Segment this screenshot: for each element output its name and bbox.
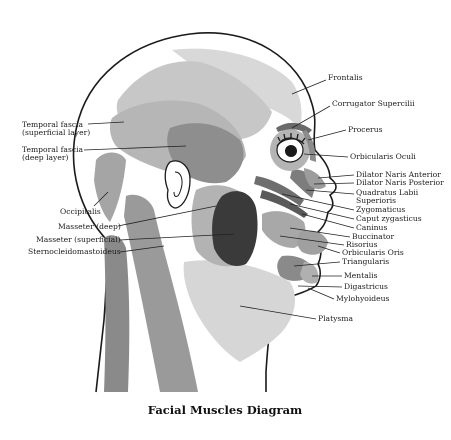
platysma-muscle xyxy=(183,260,296,362)
label-zygomaticus: Zygomaticus xyxy=(356,205,405,214)
orbicularis-oris-muscle xyxy=(297,230,328,255)
corrugator-supercilii-muscle xyxy=(276,122,312,134)
leader-dilator-posterior xyxy=(313,182,355,185)
label-orbicularis-oculi: Orbicularis Oculi xyxy=(350,152,416,161)
leader-caninus xyxy=(301,213,355,229)
eyelashes xyxy=(276,133,306,147)
label-platysma: Platysma xyxy=(318,314,354,323)
leader-digastricus xyxy=(297,285,343,288)
label-sternocleidomastoideus: Sternocleidomastoideus xyxy=(28,247,121,256)
label-masseter-superficial: Masseter (superficial) xyxy=(36,235,121,244)
masseter-deep-muscle xyxy=(212,191,258,267)
sternocleidomastoideus-muscle xyxy=(124,194,198,392)
label-procerus: Procerus xyxy=(348,125,383,134)
leader-temporal-deep xyxy=(83,145,187,151)
label-risorius: Risorius xyxy=(346,240,378,249)
label-frontalis: Frontalis xyxy=(328,73,363,82)
label-caninus: Caninus xyxy=(356,223,387,232)
label-digastricus: Digastricus xyxy=(344,282,388,291)
leader-triangularis xyxy=(293,261,341,267)
leader-temporal-superficial xyxy=(87,121,125,125)
leader-buccinator xyxy=(289,227,351,238)
buccinator-muscle xyxy=(262,211,306,248)
eye-iris xyxy=(285,145,297,157)
label-temporal-deep-line1: Temporal fascia xyxy=(22,145,84,154)
leader-orbicularis-oris xyxy=(317,245,341,254)
label-temporal-deep-line2: (deep layer) xyxy=(22,153,68,162)
label-quadratus-line1: Quadratus Labii xyxy=(356,188,419,197)
labels-right: Frontalis Corrugator Supercilii Procerus… xyxy=(318,73,444,323)
leader-risorius xyxy=(279,235,345,246)
leader-mylohyoideus xyxy=(307,287,335,300)
occipitalis-muscle xyxy=(94,152,126,222)
label-quadratus-line2: Superioris xyxy=(356,196,396,205)
leader-corrugator xyxy=(291,105,331,129)
label-mentalis: Mentalis xyxy=(344,271,378,280)
leader-lines xyxy=(83,79,355,320)
leader-frontalis xyxy=(291,79,327,95)
leader-sternocleidomastoideus xyxy=(119,245,165,253)
label-mylohyoideus: Mylohyoideus xyxy=(336,294,389,303)
labels-left: Temporal fascia (superficial layer) Temp… xyxy=(22,120,121,256)
label-temporal-superficial-line2: (superficial layer) xyxy=(22,128,90,137)
ear xyxy=(164,160,191,209)
label-dilator-naris-posterior: Dilator Naris Posterior xyxy=(356,178,444,187)
label-corrugator-supercilii: Corrugator Supercilii xyxy=(332,99,415,108)
mentalis-muscle xyxy=(300,262,319,284)
trapezius-muscle xyxy=(104,235,130,392)
diagram-title: Facial Muscles Diagram xyxy=(148,403,302,417)
leader-dilator-anterior xyxy=(317,174,355,179)
leader-quadratus xyxy=(305,189,355,195)
caput-zygomaticus-band xyxy=(260,190,308,218)
label-masseter-deep: Masseter (deep) xyxy=(58,222,121,231)
label-occipitalis: Occipitalis xyxy=(60,207,101,216)
leader-procerus xyxy=(307,129,347,141)
leader-platysma xyxy=(239,305,317,320)
ear-inner-fold xyxy=(173,171,183,197)
label-dilator-naris-anterior: Dilator Naris Anterior xyxy=(356,170,441,179)
label-buccinator: Buccinator xyxy=(352,232,394,241)
procerus-muscle xyxy=(302,130,316,162)
leader-zygomaticus xyxy=(281,193,355,211)
label-orbicularis-oris: Orbicularis Oris xyxy=(342,248,404,257)
label-triangularis: Triangularis xyxy=(342,257,389,266)
leader-masseter-superficial xyxy=(119,233,235,241)
leader-caput-zygomaticus xyxy=(289,203,355,220)
head-illustration xyxy=(72,32,337,393)
label-caput-zygomaticus: Caput zygasticus xyxy=(356,214,422,223)
leader-occipitalis xyxy=(93,191,109,207)
zygomaticus-muscle xyxy=(254,176,304,206)
label-temporal-superficial-line1: Temporal fascia xyxy=(22,120,84,129)
leader-orbicularis-oculi xyxy=(303,153,349,158)
leader-masseter-deep xyxy=(117,205,217,227)
